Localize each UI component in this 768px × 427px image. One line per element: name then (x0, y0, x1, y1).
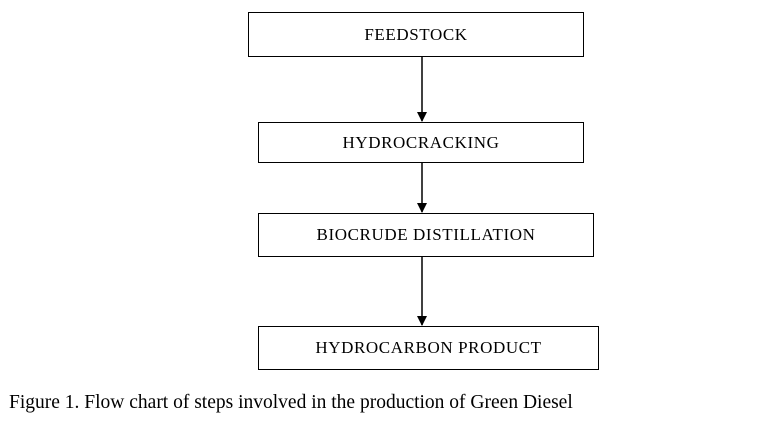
step-label-feedstock: FEEDSTOCK (364, 24, 468, 44)
step-label-hydrocarbon-product: HYDROCARBON PRODUCT (315, 338, 542, 357)
step-label-hydrocracking: HYDROCRACKING (342, 132, 500, 152)
step-box-hydrocracking: HYDROCRACKING (258, 122, 584, 163)
step-box-feedstock: FEEDSTOCK (248, 12, 584, 57)
step-box-biocrude-distillation: BIOCRUDE DISTILLATION (258, 213, 594, 257)
step-box-hydrocarbon-product: HYDROCARBON PRODUCT (258, 326, 599, 370)
figure-caption: Figure 1. Flow chart of steps involved i… (9, 392, 573, 413)
step-label-biocrude-distillation: BIOCRUDE DISTILLATION (316, 225, 536, 244)
